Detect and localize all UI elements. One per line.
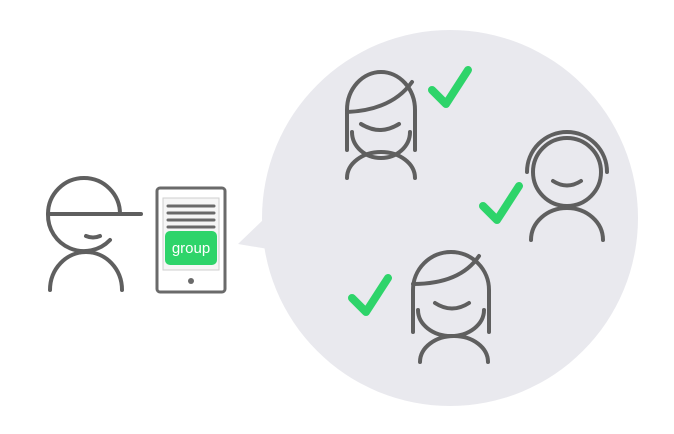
sender-person-with-cap-icon	[45, 176, 143, 292]
check-icon	[348, 274, 392, 316]
recipient-person-icon	[345, 70, 417, 180]
group-button[interactable]: group	[165, 231, 217, 265]
speech-bubble	[238, 30, 638, 406]
check-icon	[479, 182, 523, 224]
group-button-label: group	[172, 240, 210, 257]
recipient-person-icon	[411, 250, 491, 364]
recipient-person-icon	[525, 130, 609, 242]
check-icon	[428, 66, 472, 108]
